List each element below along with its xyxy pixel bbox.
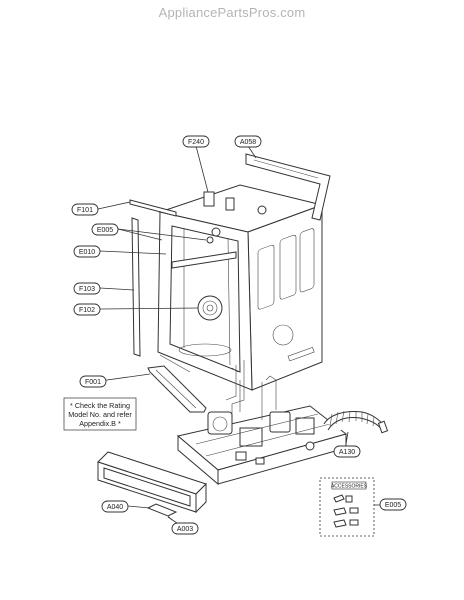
part-f001-strip bbox=[147, 365, 207, 413]
svg-text:A058: A058 bbox=[240, 139, 256, 146]
svg-text:F102: F102 bbox=[79, 307, 95, 314]
svg-text:E005: E005 bbox=[97, 227, 113, 234]
note-line-3: Appendix.B * bbox=[79, 419, 121, 428]
accessories-box: ACCESSORIES bbox=[319, 477, 375, 537]
callout-e005: E005 bbox=[91, 223, 119, 236]
callout-e005-accessory: E005 bbox=[379, 498, 407, 511]
side-rails bbox=[159, 354, 245, 420]
leader-lines bbox=[97, 145, 380, 526]
watermark: AppliancePartsPros.com bbox=[158, 5, 306, 20]
callout-f101: F101 bbox=[71, 203, 99, 216]
svg-text:E010: E010 bbox=[79, 249, 95, 256]
part-a040-kickplate bbox=[97, 451, 207, 514]
svg-text:F240: F240 bbox=[188, 139, 204, 146]
accessories-title: ACCESSORIES bbox=[331, 484, 368, 490]
note-line-2: Model No. and refer bbox=[68, 410, 132, 419]
callout-f102: F102 bbox=[73, 303, 101, 316]
part-a003-strip bbox=[146, 503, 178, 521]
svg-text:F001: F001 bbox=[85, 379, 101, 386]
part-a058-strip bbox=[245, 153, 331, 221]
svg-text:A130: A130 bbox=[339, 449, 355, 456]
callout-e010: E010 bbox=[73, 245, 101, 258]
callout-a003: A003 bbox=[171, 522, 199, 535]
svg-text:E005: E005 bbox=[385, 502, 401, 509]
part-a130-hose bbox=[323, 410, 389, 434]
svg-text:F103: F103 bbox=[79, 286, 95, 293]
callout-f103: F103 bbox=[73, 282, 101, 295]
svg-text:A003: A003 bbox=[177, 526, 193, 533]
callout-f240: F240 bbox=[182, 135, 210, 148]
callout-f001: F001 bbox=[79, 375, 107, 388]
part-f103-gasket bbox=[131, 217, 141, 357]
base-assembly bbox=[176, 375, 348, 486]
callout-a040: A040 bbox=[101, 500, 129, 513]
tub-assembly bbox=[129, 184, 324, 391]
callout-a058: A058 bbox=[234, 135, 262, 148]
note-line-1: * Check the Rating bbox=[70, 401, 130, 410]
svg-text:A040: A040 bbox=[107, 504, 123, 511]
callout-a130: A130 bbox=[333, 445, 361, 458]
rating-note-box: * Check the Rating Model No. and refer A… bbox=[63, 397, 137, 431]
svg-text:F101: F101 bbox=[77, 207, 93, 214]
